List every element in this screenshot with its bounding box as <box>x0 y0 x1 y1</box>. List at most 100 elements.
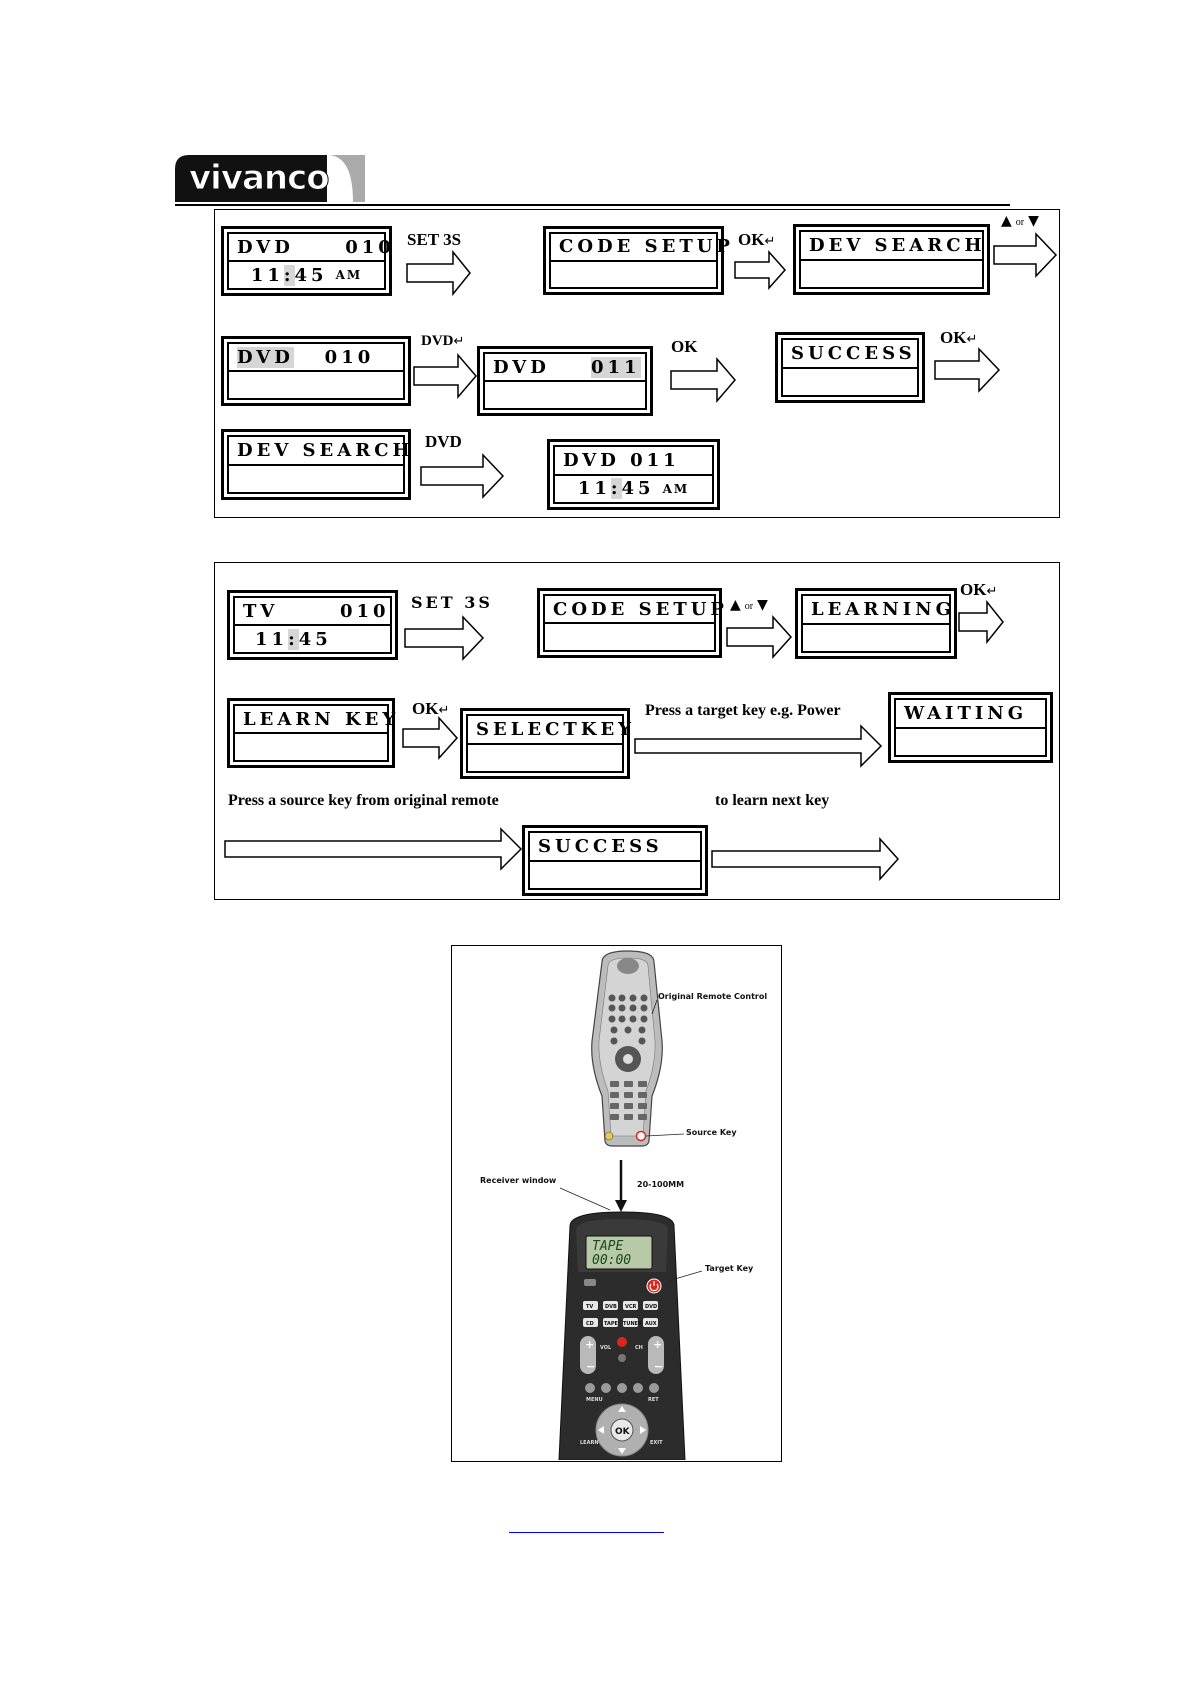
svg-text:−: − <box>586 1360 595 1373</box>
flow-arrow <box>404 615 485 661</box>
lcd-line: DEV SEARCH <box>229 437 410 466</box>
original-remote-label: Original Remote Control <box>658 992 767 1001</box>
lcd-line-empty <box>545 624 714 650</box>
return-icon: ↵ <box>966 331 978 346</box>
ok-button-label: OK <box>615 1427 631 1437</box>
lcd-dev-search: DEV SEARCH <box>793 224 990 295</box>
menu-label: MENU <box>586 1397 603 1403</box>
lcd-line: LEARNING <box>803 596 951 625</box>
learning-remote: TAPE 00:00 TV DVB VCR DVD CD TAPE <box>558 1211 686 1461</box>
flow-arrow <box>420 453 505 499</box>
device-button-label: VCR <box>625 1304 637 1310</box>
device-button-label: TV <box>586 1304 593 1310</box>
footer-link-underline[interactable] <box>509 1532 664 1533</box>
lcd-line: WAITING <box>896 700 1045 729</box>
remote-lcd-line2: 00:00 <box>592 1253 631 1268</box>
lcd-line: DVD 011 <box>555 447 712 476</box>
vivanco-logo: vivanco <box>175 151 365 206</box>
lcd-line-empty <box>229 466 403 493</box>
lcd-line: SUCCESS <box>783 340 917 369</box>
flow-arrow <box>634 724 883 768</box>
lcd-dvd-010: DVD 010 <box>221 336 411 406</box>
svg-text:+: + <box>653 1338 662 1351</box>
down-triangle-icon: ▼ <box>1028 213 1039 229</box>
device-button-label: AUX <box>645 1321 657 1327</box>
exit-label: EXIT <box>650 1440 663 1446</box>
lcd-line: CODE SETUP <box>545 596 724 624</box>
device-button-label: TAPE <box>604 1321 619 1327</box>
flow-arrow <box>958 599 1004 645</box>
ret-label: RET <box>648 1397 659 1403</box>
lcd-code-setup: CODE SETUP <box>537 588 724 658</box>
press-target-key-label: Press a target key e.g. Power <box>645 702 841 719</box>
svg-text:vivanco: vivanco <box>189 158 329 198</box>
learning-diagram: TV 010 11:45 SET 3S CODE SETUP ▲or▼ LEAR… <box>214 562 1060 900</box>
ok-label: OK↵ <box>412 699 450 718</box>
device-button-label: DVB <box>605 1304 617 1310</box>
header-rule <box>175 204 1010 206</box>
lcd-learning: LEARNING <box>795 588 957 659</box>
lcd-line: DEV SEARCH <box>801 232 982 261</box>
up-or-down-label: ▲or▼ <box>730 597 768 613</box>
remote-learning-figure: Original Remote Control Source Key 20-10… <box>451 945 782 1462</box>
lcd-line: SELECTKEY <box>468 716 631 745</box>
flow-arrow <box>726 615 793 659</box>
lcd-success: SUCCESS <box>775 332 925 403</box>
vol-label: VOL <box>600 1345 612 1351</box>
distance-label: 20-100MM <box>637 1180 684 1189</box>
lcd-waiting: WAITING <box>888 692 1053 763</box>
up-or-down-label: ▲or▼ <box>1001 213 1039 229</box>
lcd-line-empty <box>801 261 982 288</box>
set-3s-label: SET 3S <box>407 230 462 249</box>
flow-arrow <box>734 250 787 290</box>
lcd-dev-search: DEV SEARCH <box>221 429 411 500</box>
receiver-window-label: Receiver window <box>480 1176 557 1185</box>
lcd-line-empty <box>803 625 949 652</box>
svg-text:−: − <box>654 1360 663 1373</box>
lcd-selectkey: SELECTKEY <box>460 708 631 779</box>
lcd-line-empty <box>485 382 645 408</box>
lcd-learn-key: LEARN KEY <box>227 698 395 768</box>
lcd-line: LEARN KEY <box>235 706 395 734</box>
lcd-line-empty <box>551 262 716 288</box>
flow-arrow <box>934 347 1001 393</box>
lcd-success: SUCCESS <box>522 825 708 896</box>
lcd-line: TV 010 <box>235 598 390 626</box>
learn-next-key-label: to learn next key <box>715 792 830 809</box>
source-key-label: Source Key <box>686 1128 737 1137</box>
device-button-label: TUNER <box>623 1321 642 1327</box>
up-triangle-icon: ▲ <box>730 597 741 613</box>
lcd-line: DVD 010 <box>229 344 403 372</box>
up-triangle-icon: ▲ <box>1001 213 1012 229</box>
lcd-line-empty <box>468 745 622 772</box>
lcd-line-empty <box>530 862 700 889</box>
lcd-line: DVD 010 <box>229 234 391 262</box>
flow-arrow <box>670 356 736 404</box>
lcd-tv-010-time: TV 010 11:45 <box>227 590 398 660</box>
device-button-label: CD <box>586 1321 594 1327</box>
flow-arrow <box>711 837 900 881</box>
lcd-line: CODE SETUP <box>551 234 730 262</box>
svg-text:+: + <box>585 1338 594 1351</box>
lcd-line: SUCCESS <box>530 833 700 862</box>
lcd-line: DVD 011 <box>485 354 645 382</box>
lcd-time: 11:45 <box>255 628 332 650</box>
flow-arrow <box>402 716 459 760</box>
dvd-label: DVD↵ <box>421 333 465 349</box>
lcd-line-empty <box>235 734 387 760</box>
lcd-line-empty <box>229 372 403 398</box>
device-button-label: DVD <box>645 1304 657 1310</box>
return-icon: ↵ <box>764 233 776 248</box>
ok-label: OK↵ <box>960 580 998 599</box>
ch-label: CH <box>635 1345 643 1351</box>
ok-label: OK <box>671 337 698 356</box>
lcd-dvd-011: DVD 011 <box>477 346 653 416</box>
return-icon: ↵ <box>453 333 465 348</box>
ok-label: OK↵ <box>940 328 978 347</box>
source-key-icon <box>635 1130 647 1142</box>
